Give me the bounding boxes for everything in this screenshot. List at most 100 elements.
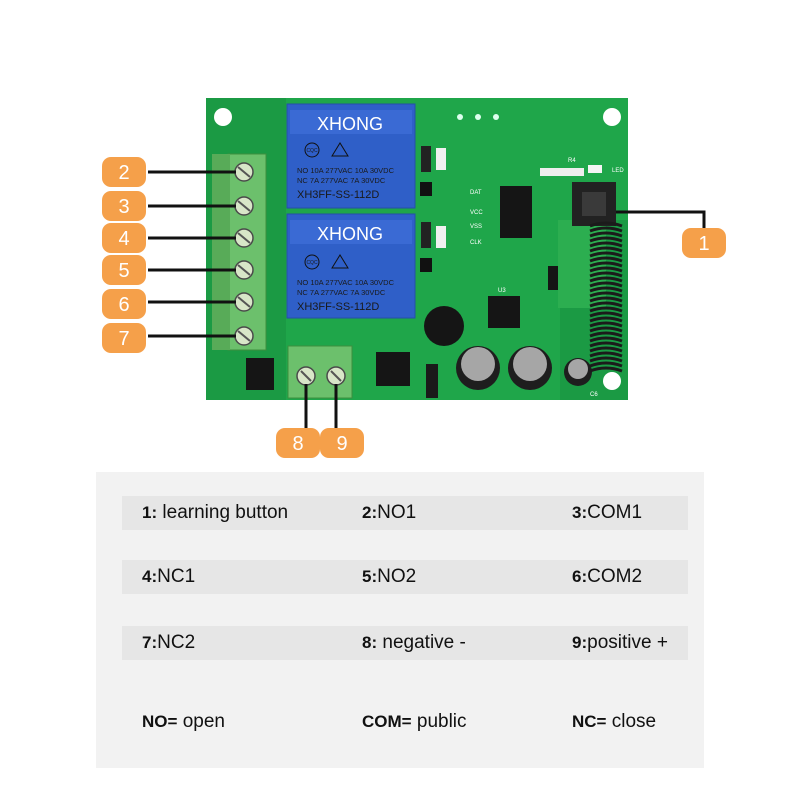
legend-row: NO= open COM= public NC= close xyxy=(122,704,688,740)
silk-dat: DAT xyxy=(470,190,482,196)
silk-clk: CLK xyxy=(470,240,482,246)
inductor xyxy=(424,306,464,346)
terminal-block-side xyxy=(212,154,230,350)
silk-r4: R4 xyxy=(568,158,576,164)
relay-1: XHONG CQC NO 10A 277VAC 10A 30VDC NC 7A … xyxy=(286,103,416,209)
relay-board-diagram: XHONG CQC NO 10A 277VAC 10A 30VDC NC 7A … xyxy=(102,98,726,458)
diode xyxy=(421,222,431,248)
relay-2-line2: NC 7A 277VAC 7A 30VDC xyxy=(297,288,386,297)
silk-c6: C6 xyxy=(590,392,598,398)
mounting-hole xyxy=(214,108,232,126)
diode xyxy=(421,146,431,172)
callout-label: 1 xyxy=(698,233,709,255)
legend-value: COM2 xyxy=(587,566,643,587)
legend-key: 8: xyxy=(362,633,378,652)
terminal-screw xyxy=(234,292,254,312)
terminal-screw xyxy=(234,260,254,280)
legend-key: 5: xyxy=(362,567,378,586)
callout-badge-7: 7 xyxy=(102,323,146,353)
callout-label: 8 xyxy=(292,433,303,455)
legend-key: 3: xyxy=(572,503,588,522)
warning-triangle-icon xyxy=(331,254,349,269)
relay-1-line1: NO 10A 277VAC 10A 30VDC xyxy=(297,166,395,175)
legend-entry: 1: learning button xyxy=(142,496,288,530)
legend-key: 9: xyxy=(572,633,588,652)
callout-badge-8: 8 xyxy=(276,428,320,458)
pin-legend: 1: learning button 2:NO1 3:COM1 4:NC1 5:NO2 6… xyxy=(96,472,704,768)
capacitor xyxy=(508,346,552,390)
terminal-screw xyxy=(234,326,254,346)
bridge-chip xyxy=(246,358,274,390)
callout-badge-2: 2 xyxy=(102,157,146,187)
silk-u3: U3 xyxy=(498,288,506,294)
warning-triangle-icon xyxy=(331,142,349,157)
legend-entry: 4:NC1 xyxy=(142,560,195,594)
legend-value: positive + xyxy=(587,632,668,653)
legend-value: NO1 xyxy=(377,502,417,523)
mounting-hole xyxy=(603,108,621,126)
legend-row: 7:NC2 8: negative - 9:positive + xyxy=(122,626,688,660)
legend-entry: 5:NO2 xyxy=(362,560,416,594)
legend-entry: 2:NO1 xyxy=(362,496,416,530)
smd-parts xyxy=(540,168,584,176)
diode xyxy=(426,364,438,398)
capacitor xyxy=(456,346,500,390)
legend-value: NC1 xyxy=(157,566,196,587)
legend-key: NC= xyxy=(572,712,607,731)
callout-label: 3 xyxy=(118,196,129,218)
legend-value: public xyxy=(411,711,467,732)
mounting-hole xyxy=(493,114,499,120)
callout-badge-5: 5 xyxy=(102,255,146,285)
callout-badge-9: 9 xyxy=(320,428,364,458)
legend-value: COM1 xyxy=(587,502,643,523)
callout-badge-1: 1 xyxy=(682,228,726,258)
relay-1-cert: CQC xyxy=(306,148,318,154)
callout-label: 7 xyxy=(118,328,129,350)
relay-2-line1: NO 10A 277VAC 10A 30VDC xyxy=(297,278,395,287)
legend-entry: COM= public xyxy=(362,704,467,740)
mounting-hole xyxy=(475,114,481,120)
legend-key: 6: xyxy=(572,567,588,586)
relay-2-cert: CQC xyxy=(306,260,318,266)
legend-entry: NC= close xyxy=(572,704,656,740)
callout-label: 9 xyxy=(336,433,347,455)
legend-entry: 6:COM2 xyxy=(572,560,642,594)
led xyxy=(588,165,602,173)
legend-row: 4:NC1 5:NO2 6:COM2 xyxy=(122,560,688,594)
callout-label: 5 xyxy=(118,260,129,282)
legend-entry: 8: negative - xyxy=(362,626,466,660)
legend-entry: NO= open xyxy=(142,704,225,740)
callout-label: 6 xyxy=(118,294,129,316)
relay-2-model: XH3FF-SS-112D xyxy=(297,301,379,313)
legend-entry: 7:NC2 xyxy=(142,626,195,660)
legend-value: NC2 xyxy=(157,632,196,653)
silk-led: LED xyxy=(612,168,624,174)
legend-key: 2: xyxy=(362,503,378,522)
decoder-chip xyxy=(500,186,532,238)
bridge-chip xyxy=(376,352,410,386)
legend-key: 4: xyxy=(142,567,158,586)
legend-key: 1: xyxy=(142,503,158,522)
mounting-hole xyxy=(603,372,621,390)
antenna-coil xyxy=(589,221,623,373)
legend-key: COM= xyxy=(362,712,412,731)
mounting-hole xyxy=(457,114,463,120)
callout-leader xyxy=(616,210,706,232)
relay-1-brand: XHONG xyxy=(317,114,383,134)
transistor xyxy=(420,182,432,196)
terminal-screw xyxy=(234,162,254,182)
legend-entry: 9:positive + xyxy=(572,626,668,660)
legend-value: learning button xyxy=(157,502,289,523)
relay-2-brand: XHONG xyxy=(317,224,383,244)
legend-key: 7: xyxy=(142,633,158,652)
callout-badge-6: 6 xyxy=(102,289,146,319)
regulator-chip xyxy=(488,296,520,328)
callout-badge-3: 3 xyxy=(102,191,146,221)
relay-2: XHONG CQC NO 10A 277VAC 10A 30VDC NC 7A … xyxy=(286,213,416,319)
legend-value: NO2 xyxy=(377,566,417,587)
relay-1-line2: NC 7A 277VAC 7A 30VDC xyxy=(297,176,386,185)
resistor xyxy=(436,148,446,170)
callout-badge-4: 4 xyxy=(102,223,146,253)
terminal-screw xyxy=(234,196,254,216)
legend-value: negative - xyxy=(377,632,466,653)
